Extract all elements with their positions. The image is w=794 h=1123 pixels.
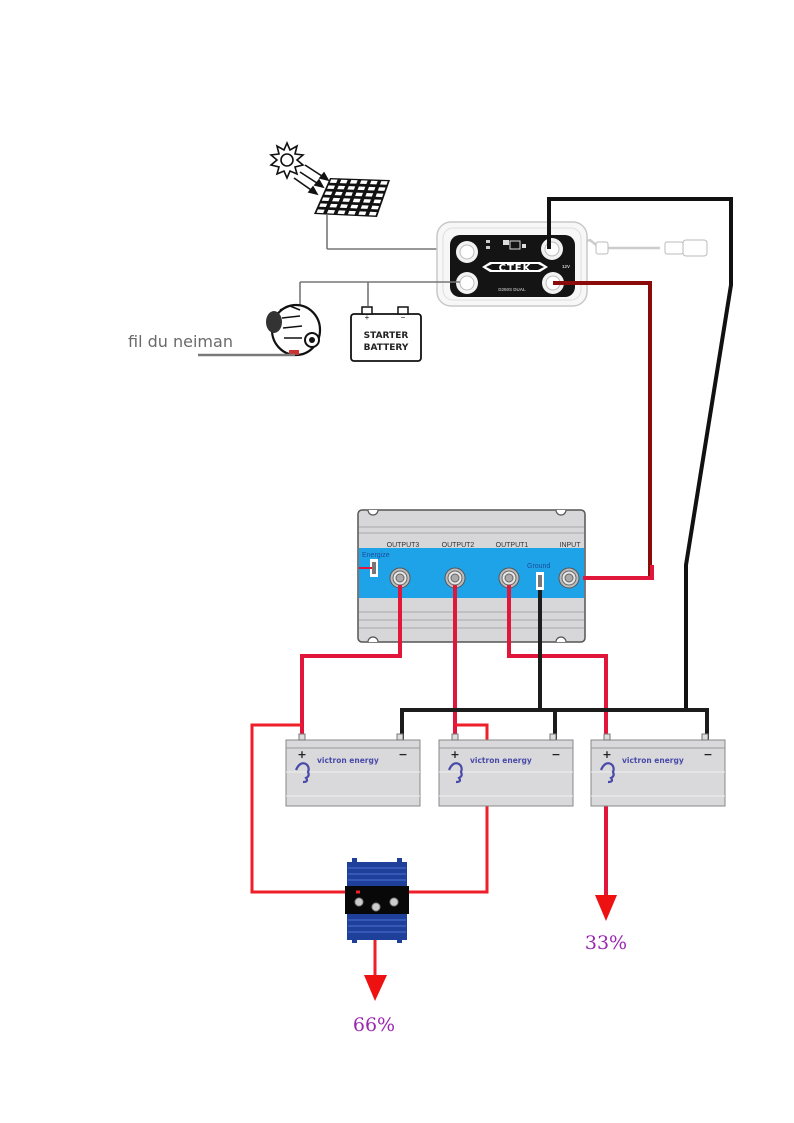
battery-combiner [345,858,409,943]
isolator-terminal-output3 [389,567,411,589]
battery-plus-label: + [602,748,611,761]
solar-cell [347,186,356,190]
solar-cell [367,186,376,191]
solar-cell [365,192,374,197]
solar-cell [339,179,348,184]
solar-cell [360,205,369,209]
starter-battery-line1: STARTER [364,331,409,341]
starter-plus-label: + [365,313,370,322]
solar-cell [321,197,330,202]
battery-minus-label: − [703,748,712,761]
input-wire [583,565,654,580]
ctek-model-label: D250S DUAL [498,287,526,292]
victron-logo-icon [447,762,463,784]
solar-cell [349,180,358,184]
solar-cell [337,210,346,215]
isolator-label-output1: OUTPUT1 [496,542,529,549]
solar-cell [324,191,333,196]
solar-cell [377,187,386,191]
solar-cell [363,199,371,203]
starter-minus-label: − [401,313,406,322]
solar-cell [329,179,338,183]
battery-brand-label: victron energy [317,756,379,765]
service-battery-1: + − victron energy [285,733,421,807]
isolator-label-output2: OUTPUT2 [442,542,475,549]
ctek-brand-label: CTEK [499,263,532,274]
battery-brand-label: victron energy [470,756,532,765]
solar-panel-icon [314,178,390,217]
solar-cell [332,197,341,202]
solar-cell [334,191,343,196]
solar-cell [350,204,359,209]
alternator-icon [266,303,322,357]
solar-cell [352,198,361,203]
solar-cell [355,192,363,197]
ctek-ground-wire [547,197,733,710]
output-33-label: 33% [585,932,627,954]
solar-cell [359,180,368,185]
isolator-energize-label: Energize [362,552,390,559]
solar-cell [339,204,348,208]
isolator-terminal-output2 [444,567,466,589]
battery2-to-combiner-wire [396,723,489,894]
ctek-voltage-label: 12V [562,264,570,269]
ctek-terminal-ground [541,238,563,260]
solar-cell [327,185,336,189]
ctek-terminal-alternator [456,272,478,294]
solar-cell [319,203,328,208]
isolator-label-output3: OUTPUT3 [387,542,420,549]
solar-cell [357,186,366,191]
victron-logo-icon [294,762,310,784]
solar-cell [375,193,384,198]
solar-cell [371,205,379,210]
solar-cell [373,199,382,204]
service-battery-2: + − victron energy [438,733,574,807]
solar-cell [342,198,351,202]
output-66-arrow [364,975,387,1001]
starter-battery: + − STARTER BATTERY [350,306,422,362]
output-33-arrow [595,895,617,921]
solar-cell [369,180,378,185]
solar-cell [368,211,377,216]
battery1-to-combiner-wire [250,723,360,894]
ctek-charger: CTEK D250S DUAL 12V [436,221,708,307]
battery-minus-label: − [551,748,560,761]
solar-cell [344,192,353,196]
isolator-terminal-output1 [498,567,520,589]
solar-cell [329,203,338,208]
solar-cell [337,185,346,190]
isolator-terminal-input [558,567,580,589]
battery-plus-label: + [450,748,459,761]
output3-wire [300,585,402,740]
solar-cell [316,209,325,214]
isolator-label-input: INPUT [560,542,582,549]
victron-logo-icon [599,762,615,784]
solar-cell [380,181,388,185]
sun-icon [269,140,305,181]
output-66-label: 66% [353,1014,395,1036]
service-battery-3: + − victron energy [590,733,726,807]
starter-battery-line2: BATTERY [364,343,409,353]
battery-minus-label: − [398,748,407,761]
sun-rays-icon [293,164,330,196]
solar-cell [358,211,367,216]
ctek-terminal-solar [456,241,478,263]
isolator-ground-label: Ground [527,563,550,570]
battery-brand-label: victron energy [622,756,684,765]
solar-cell [326,209,336,214]
solar-cell [347,210,356,215]
battery-isolator: OUTPUT3 OUTPUT2 OUTPUT1 INPUT Energize G… [357,509,586,643]
ignition-wire-label: fil du neiman [128,332,233,351]
battery-plus-label: + [297,748,306,761]
